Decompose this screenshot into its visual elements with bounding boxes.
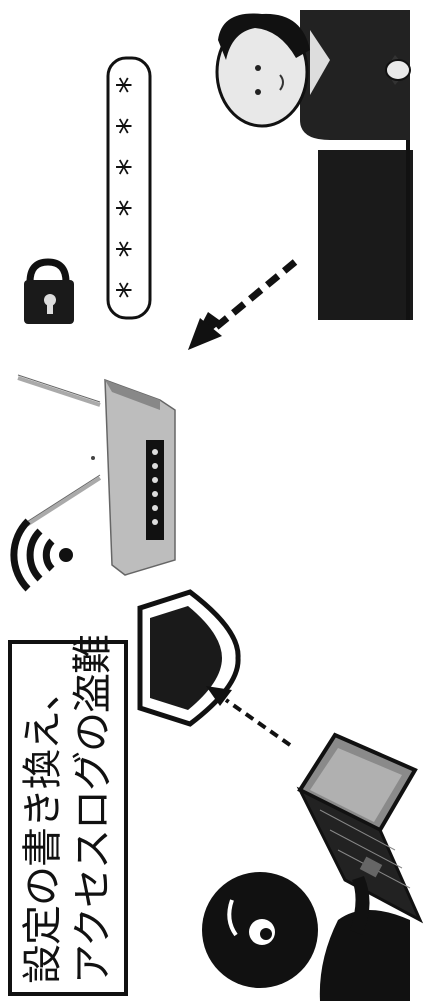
arrow-attacker-to-shield <box>206 686 290 745</box>
password-mask-char: * <box>110 77 150 94</box>
wifi-icon <box>14 521 73 589</box>
padlock-icon <box>24 262 74 324</box>
password-mask-char: * <box>110 241 150 258</box>
password-mask-char: * <box>110 282 150 299</box>
password-field: * * * * * * <box>108 58 150 318</box>
password-mask-char: * <box>110 159 150 176</box>
shield-icon <box>140 592 238 724</box>
caption-line-1: 設定の書き換え、 <box>18 672 68 984</box>
caption-line-2: アクセスログの盗難 <box>68 635 118 984</box>
businessman-icon <box>217 10 413 320</box>
caption-box: 設定の書き換え、 アクセスログの盗難 <box>8 640 128 996</box>
arrow-user-to-router <box>188 262 295 350</box>
router-icon <box>18 375 175 575</box>
caption-text: 設定の書き換え、 アクセスログの盗難 <box>12 646 124 990</box>
password-mask-char: * <box>110 118 150 135</box>
password-mask-char: * <box>110 200 150 217</box>
